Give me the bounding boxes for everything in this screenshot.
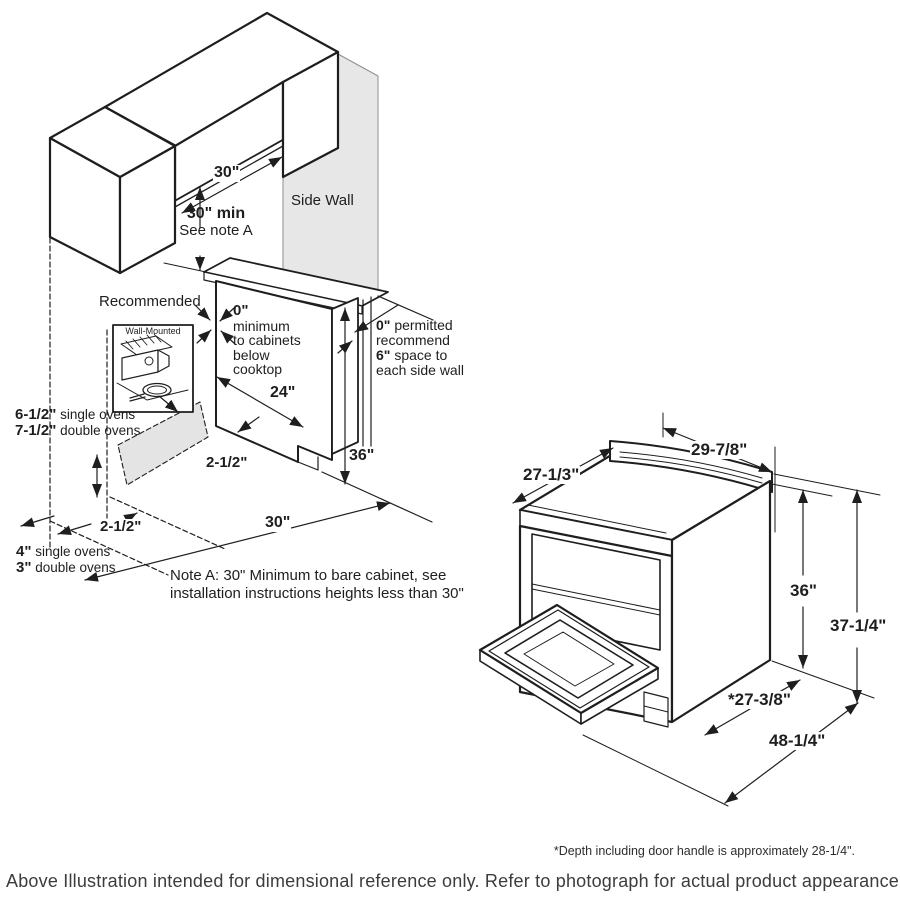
single-oven-floor-clearance: 4" [16,543,32,560]
double-oven-floor-clearance: 3" [16,559,32,576]
side-gap-six: 6" [376,347,391,363]
side-gap-wall: each side wall [376,362,464,378]
dim-range-height-cooktop: 36" [789,581,818,600]
side-gap-permitted: permitted [390,317,453,333]
dim-range-width: 29-7/8" [690,440,749,459]
zero-min-line2: to cabinets [233,332,301,348]
double-oven-clearance: 7-1/2" [15,422,57,439]
note-a-line1: Note A: 30" Minimum to bare cabinet, see [170,567,447,584]
left-dimension-lines [21,157,398,582]
dim-range-height-backsplash: 37-1/4" [829,616,888,635]
hatch-lines [126,334,161,349]
min-clearance-value: 30" min [186,205,246,222]
dim-top-opening-30: 30" [213,164,241,182]
dim-range-depth-no-handle: *27-3/8" [727,690,792,709]
recommended-label: Recommended [99,293,201,310]
oven-clearance-bottom-label: 4" single ovens 3" double ovens [16,544,116,576]
depth-footnote: *Depth including door handle is approxim… [553,844,855,858]
dim-strip-left: 2-1/2" [99,518,143,535]
side-gap-zero: 0" [376,317,391,333]
dim-counter-height-36: 36" [348,447,376,465]
note-a: Note A: 30" Minimum to bare cabinet, see… [170,567,464,602]
oven-door-open [480,605,658,724]
oven-clearance-top-label: 6-1/2" single ovens 7-1/2" double ovens [15,407,140,439]
double-oven-text: double ovens [56,423,141,438]
side-gap-recommend: recommend [376,332,450,348]
side-gap-space: space to [390,347,448,363]
dim-range-depth-door-open: 48-1/4" [768,731,827,750]
floor-clearance-strip [118,402,208,485]
bottom-caption: Above Illustration intended for dimensio… [6,871,900,891]
zero-min-line4: cooktop [233,361,283,377]
zero-min-line3: below [233,346,270,363]
min-clearance-note: See note A [179,221,253,239]
min-clearance-label: 30" min See note A [170,205,262,239]
base-cabinet-counter [164,258,433,522]
wall-mounted-label: Wall-Mounted [125,326,181,336]
zero-min-value: 0" [233,302,249,319]
zero-min-label: 0" minimum to cabinets below cooktop [233,302,301,377]
dim-counter-depth-24: 24" [269,384,297,402]
single-oven-floor-text: single ovens [31,544,111,559]
single-oven-text: single ovens [56,407,136,422]
dim-strip-right: 2-1/2" [205,454,249,471]
dim-opening-width-30: 30" [264,514,292,532]
side-wall-label: Side Wall [291,192,354,209]
note-a-line2: installation instructions heights less t… [170,584,464,602]
single-oven-clearance: 6-1/2" [15,406,57,423]
double-oven-floor-text: double ovens [31,560,116,575]
zero-min-line1: minimum [233,317,290,334]
dim-range-depth-body: 27-1/3" [522,465,581,484]
diagram-line-art [0,0,900,868]
inset-wall-mounted-box [113,325,193,412]
side-gap-label: 0" permitted recommend 6" space to each … [376,318,464,378]
